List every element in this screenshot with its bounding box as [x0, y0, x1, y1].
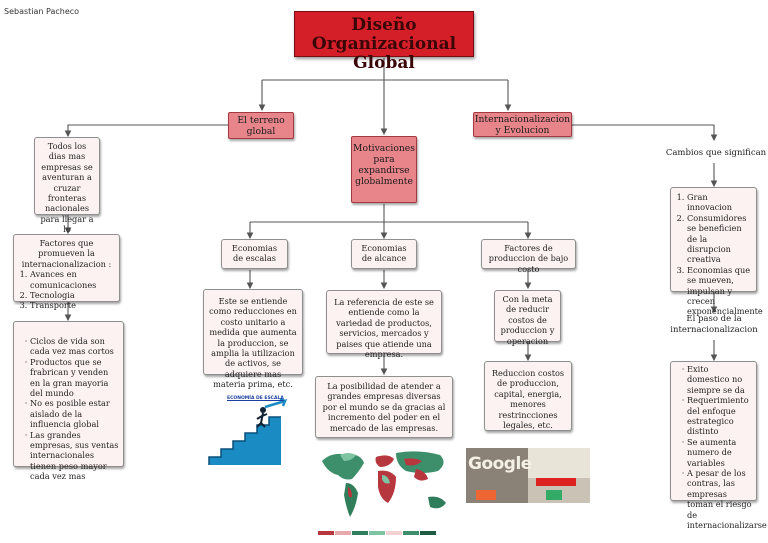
- terreno-intro-box[interactable]: Todos los dias mas empresas se aventuran…: [34, 137, 100, 245]
- cambios-box[interactable]: Gran innovacion Consumidores se benefici…: [670, 187, 763, 316]
- alcance-title-box[interactable]: Economias de alcance: [351, 239, 417, 269]
- branch-motivaciones[interactable]: Motivaciones para expandirse globalmente: [351, 136, 417, 203]
- bullet-item: Productos que se frabrican y venden en l…: [30, 357, 119, 399]
- cambios-list: Gran innovacion Consumidores se benefici…: [675, 192, 763, 317]
- bullet-item: Ciclos de vida son cada vez mas cortos: [30, 336, 119, 357]
- google-caption: Google: [468, 454, 532, 474]
- factores-item: Tecnologia: [30, 290, 115, 300]
- factores-item: Transporte: [30, 300, 115, 310]
- escala-caption: ECONOMÍA DE ESCALA: [227, 396, 284, 401]
- branch-internacionalizacion[interactable]: Internacionalizacion y Evolucion: [473, 112, 572, 137]
- produccion-title-box[interactable]: Factores de produccion de bajo costo: [481, 239, 576, 274]
- produccion-text1-box[interactable]: Con la meta de reducir costos de producc…: [494, 290, 561, 346]
- economia-escala-image: ECONOMÍA DE ESCALA: [205, 393, 297, 470]
- factores-title: Factores que promueven la internacionali…: [21, 238, 112, 269]
- cambios-item: Consumidores se beneficien de la disrupc…: [687, 213, 752, 265]
- paso-bullet-list: Exito domestico no siempre se da Requeri…: [675, 364, 767, 531]
- alcance-text1-box[interactable]: La referencia de este se entiende como l…: [326, 290, 442, 359]
- escalas-text-box[interactable]: Este se entiende como reducciones en cos…: [203, 289, 303, 389]
- bullet-item: Exito domestico no siempre se da: [687, 364, 752, 395]
- factores-item: Avances en comunicaciones: [30, 269, 115, 290]
- bullet-item: Las grandes empresas, sus ventas interna…: [30, 430, 119, 482]
- bullet-item: No es posible estar aislado de la influe…: [30, 398, 119, 429]
- branch-terreno-global[interactable]: El terreno global: [228, 112, 294, 139]
- google-office-image: Google: [466, 448, 590, 503]
- cambios-item: Gran innovacion: [687, 192, 752, 213]
- world-map-icon: [318, 447, 455, 535]
- paso-label: El paso de la internacionalizacion: [670, 314, 758, 335]
- world-map-image: [318, 447, 455, 539]
- bullet-item: A pesar de los contras, las empresas tom…: [687, 468, 767, 530]
- alcance-text2-box[interactable]: La posibilidad de atender a grandes empr…: [315, 376, 453, 438]
- terreno-bullet-list: Ciclos de vida son cada vez mas cortos P…: [18, 336, 119, 482]
- bullet-item: Se aumenta numero de variables: [687, 437, 752, 468]
- factores-list: Avances en comunicaciones Tecnologia Tra…: [18, 269, 115, 311]
- cambios-label: Cambios que significan: [665, 148, 767, 158]
- escalas-title-box[interactable]: Economias de escalas: [221, 239, 288, 269]
- factores-box[interactable]: Factores que promueven la internacionali…: [13, 234, 120, 310]
- terreno-bullets-box[interactable]: Ciclos de vida son cada vez mas cortos P…: [13, 321, 124, 481]
- cambios-item: Economias que se mueven, impulsan y crec…: [687, 265, 763, 317]
- produccion-text2-box[interactable]: Reduccion costos de produccion, capital,…: [484, 361, 572, 431]
- bullet-item: Requerimiento del enfoque estrategico di…: [687, 395, 752, 437]
- author-name: Sebastian Pacheco: [4, 7, 80, 16]
- main-title[interactable]: Diseño Organizacional Global: [294, 11, 474, 73]
- paso-bullets-box[interactable]: Exito domestico no siempre se da Requeri…: [670, 361, 767, 530]
- staircase-icon: [208, 397, 288, 465]
